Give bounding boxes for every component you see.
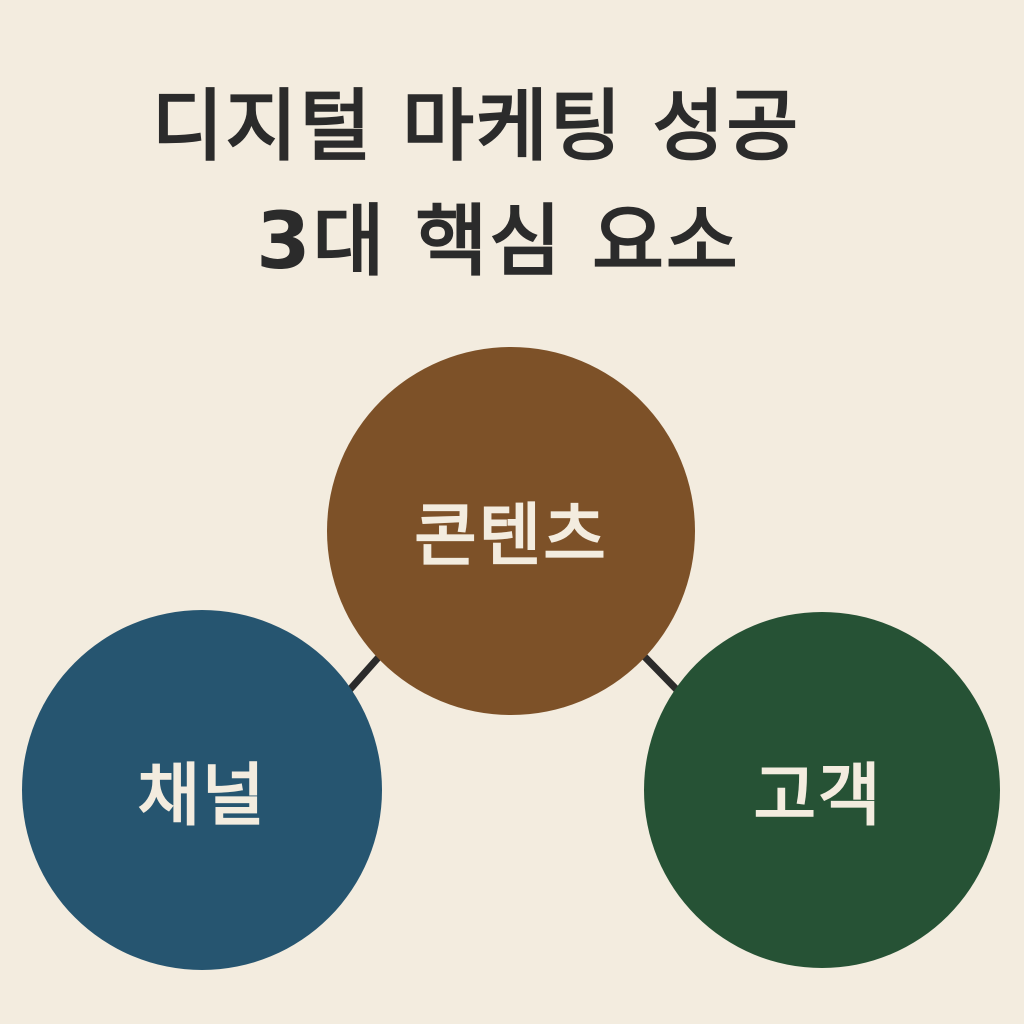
node-customer-circle: [644, 612, 1000, 968]
node-content-circle: [327, 347, 695, 715]
title-line-1: 디지털 마케팅 성공: [151, 82, 801, 172]
node-channel-circle: [22, 610, 382, 970]
connector-content-customer: [637, 649, 683, 696]
node-channel-label: 채널: [137, 757, 267, 836]
node-content-label: 콘텐츠: [414, 497, 608, 576]
title-line-2: 3대 핵심 요소: [256, 197, 740, 287]
node-customer-label: 고객: [753, 757, 883, 836]
